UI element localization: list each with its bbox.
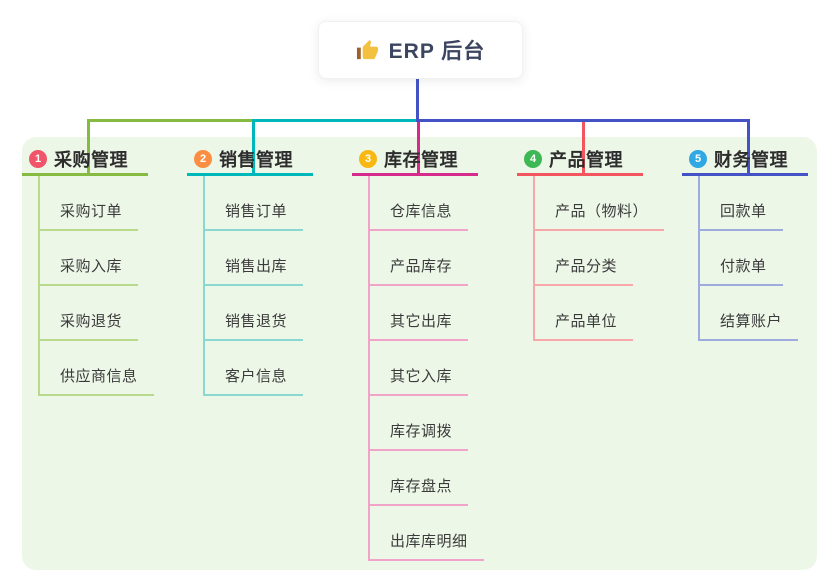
branch-drop-line: [87, 122, 90, 176]
branch-node-3[interactable]: 3 库存管理: [352, 145, 478, 176]
child-node[interactable]: 出库库明细: [370, 506, 484, 561]
branch-children: 回款单付款单结算账户: [698, 176, 799, 341]
branch-node-4[interactable]: 4 产品管理: [517, 145, 643, 176]
child-node[interactable]: 销售退货: [205, 286, 304, 341]
branch-drop-line: [582, 122, 585, 176]
branch-number-badge: 5: [689, 150, 707, 168]
branch-drop-line: [747, 122, 750, 176]
branch-label: 库存管理: [384, 150, 458, 170]
child-node-label: 客户信息: [205, 365, 304, 396]
child-node[interactable]: 结算账户: [700, 286, 799, 341]
child-node[interactable]: 库存盘点: [370, 451, 469, 506]
branch-drop-line: [252, 122, 255, 176]
child-node[interactable]: 采购入库: [40, 231, 139, 286]
child-node[interactable]: 供应商信息: [40, 341, 154, 396]
child-node-label: 其它出库: [370, 310, 469, 341]
child-node-label: 销售退货: [205, 310, 304, 341]
bus-segment-right: [416, 119, 750, 122]
child-node-label: 产品单位: [535, 310, 634, 341]
child-node[interactable]: 采购订单: [40, 176, 139, 231]
child-node[interactable]: 销售出库: [205, 231, 304, 286]
child-node-label: 采购入库: [40, 255, 139, 286]
child-node[interactable]: 产品单位: [535, 286, 634, 341]
branch-number-badge: 3: [359, 150, 377, 168]
branch-children: 采购订单采购入库采购退货供应商信息: [38, 176, 154, 396]
child-node[interactable]: 采购退货: [40, 286, 139, 341]
branch-number-badge: 2: [194, 150, 212, 168]
child-node[interactable]: 回款单: [700, 176, 783, 231]
child-node-label: 结算账户: [700, 310, 799, 341]
branch-label: 销售管理: [219, 150, 293, 170]
branch-node-1[interactable]: 1 采购管理: [22, 145, 148, 176]
child-node[interactable]: 其它出库: [370, 286, 469, 341]
root-node[interactable]: ERP 后台: [318, 21, 523, 79]
child-node[interactable]: 销售订单: [205, 176, 304, 231]
child-node-label: 销售出库: [205, 255, 304, 286]
child-node-label: 产品（物料）: [535, 200, 665, 231]
bus-segment-mid: [252, 119, 420, 122]
root-node-label: ERP 后台: [388, 40, 486, 63]
child-node-label: 付款单: [700, 255, 783, 286]
child-node[interactable]: 产品（物料）: [535, 176, 665, 231]
child-node-label: 采购退货: [40, 310, 139, 341]
child-node[interactable]: 客户信息: [205, 341, 304, 396]
child-node-label: 产品分类: [535, 255, 634, 286]
child-node[interactable]: 其它入库: [370, 341, 469, 396]
child-node[interactable]: 库存调拨: [370, 396, 469, 451]
child-node-label: 产品库存: [370, 255, 469, 286]
branch-number-badge: 1: [29, 150, 47, 168]
child-node-label: 其它入库: [370, 365, 469, 396]
child-node-label: 采购订单: [40, 200, 139, 231]
branch-label: 财务管理: [714, 150, 788, 170]
branch-children: 仓库信息产品库存其它出库其它入库库存调拨库存盘点出库库明细: [368, 176, 484, 561]
bus-segment-left: [87, 119, 255, 122]
branch-children: 销售订单销售出库销售退货客户信息: [203, 176, 304, 396]
branch-label: 采购管理: [54, 150, 128, 170]
child-node-label: 仓库信息: [370, 200, 469, 231]
child-node-label: 库存盘点: [370, 475, 469, 506]
thumbs-up-icon: [356, 39, 378, 59]
child-node[interactable]: 付款单: [700, 231, 783, 286]
child-node[interactable]: 仓库信息: [370, 176, 469, 231]
child-node-label: 库存调拨: [370, 420, 469, 451]
child-node-label: 出库库明细: [370, 530, 484, 561]
branch-drop-line: [417, 122, 420, 176]
branch-label: 产品管理: [549, 150, 623, 170]
branch-number-badge: 4: [524, 150, 542, 168]
child-node-label: 销售订单: [205, 200, 304, 231]
child-node-label: 供应商信息: [40, 365, 154, 396]
root-stem-line: [416, 79, 419, 122]
child-node[interactable]: 产品库存: [370, 231, 469, 286]
branch-children: 产品（物料） 产品分类产品单位: [533, 176, 665, 341]
branch-node-2[interactable]: 2 销售管理: [187, 145, 313, 176]
child-node[interactable]: 产品分类: [535, 231, 634, 286]
branch-node-5[interactable]: 5 财务管理: [682, 145, 808, 176]
branches-panel: [22, 137, 817, 570]
child-node-label: 回款单: [700, 200, 783, 231]
